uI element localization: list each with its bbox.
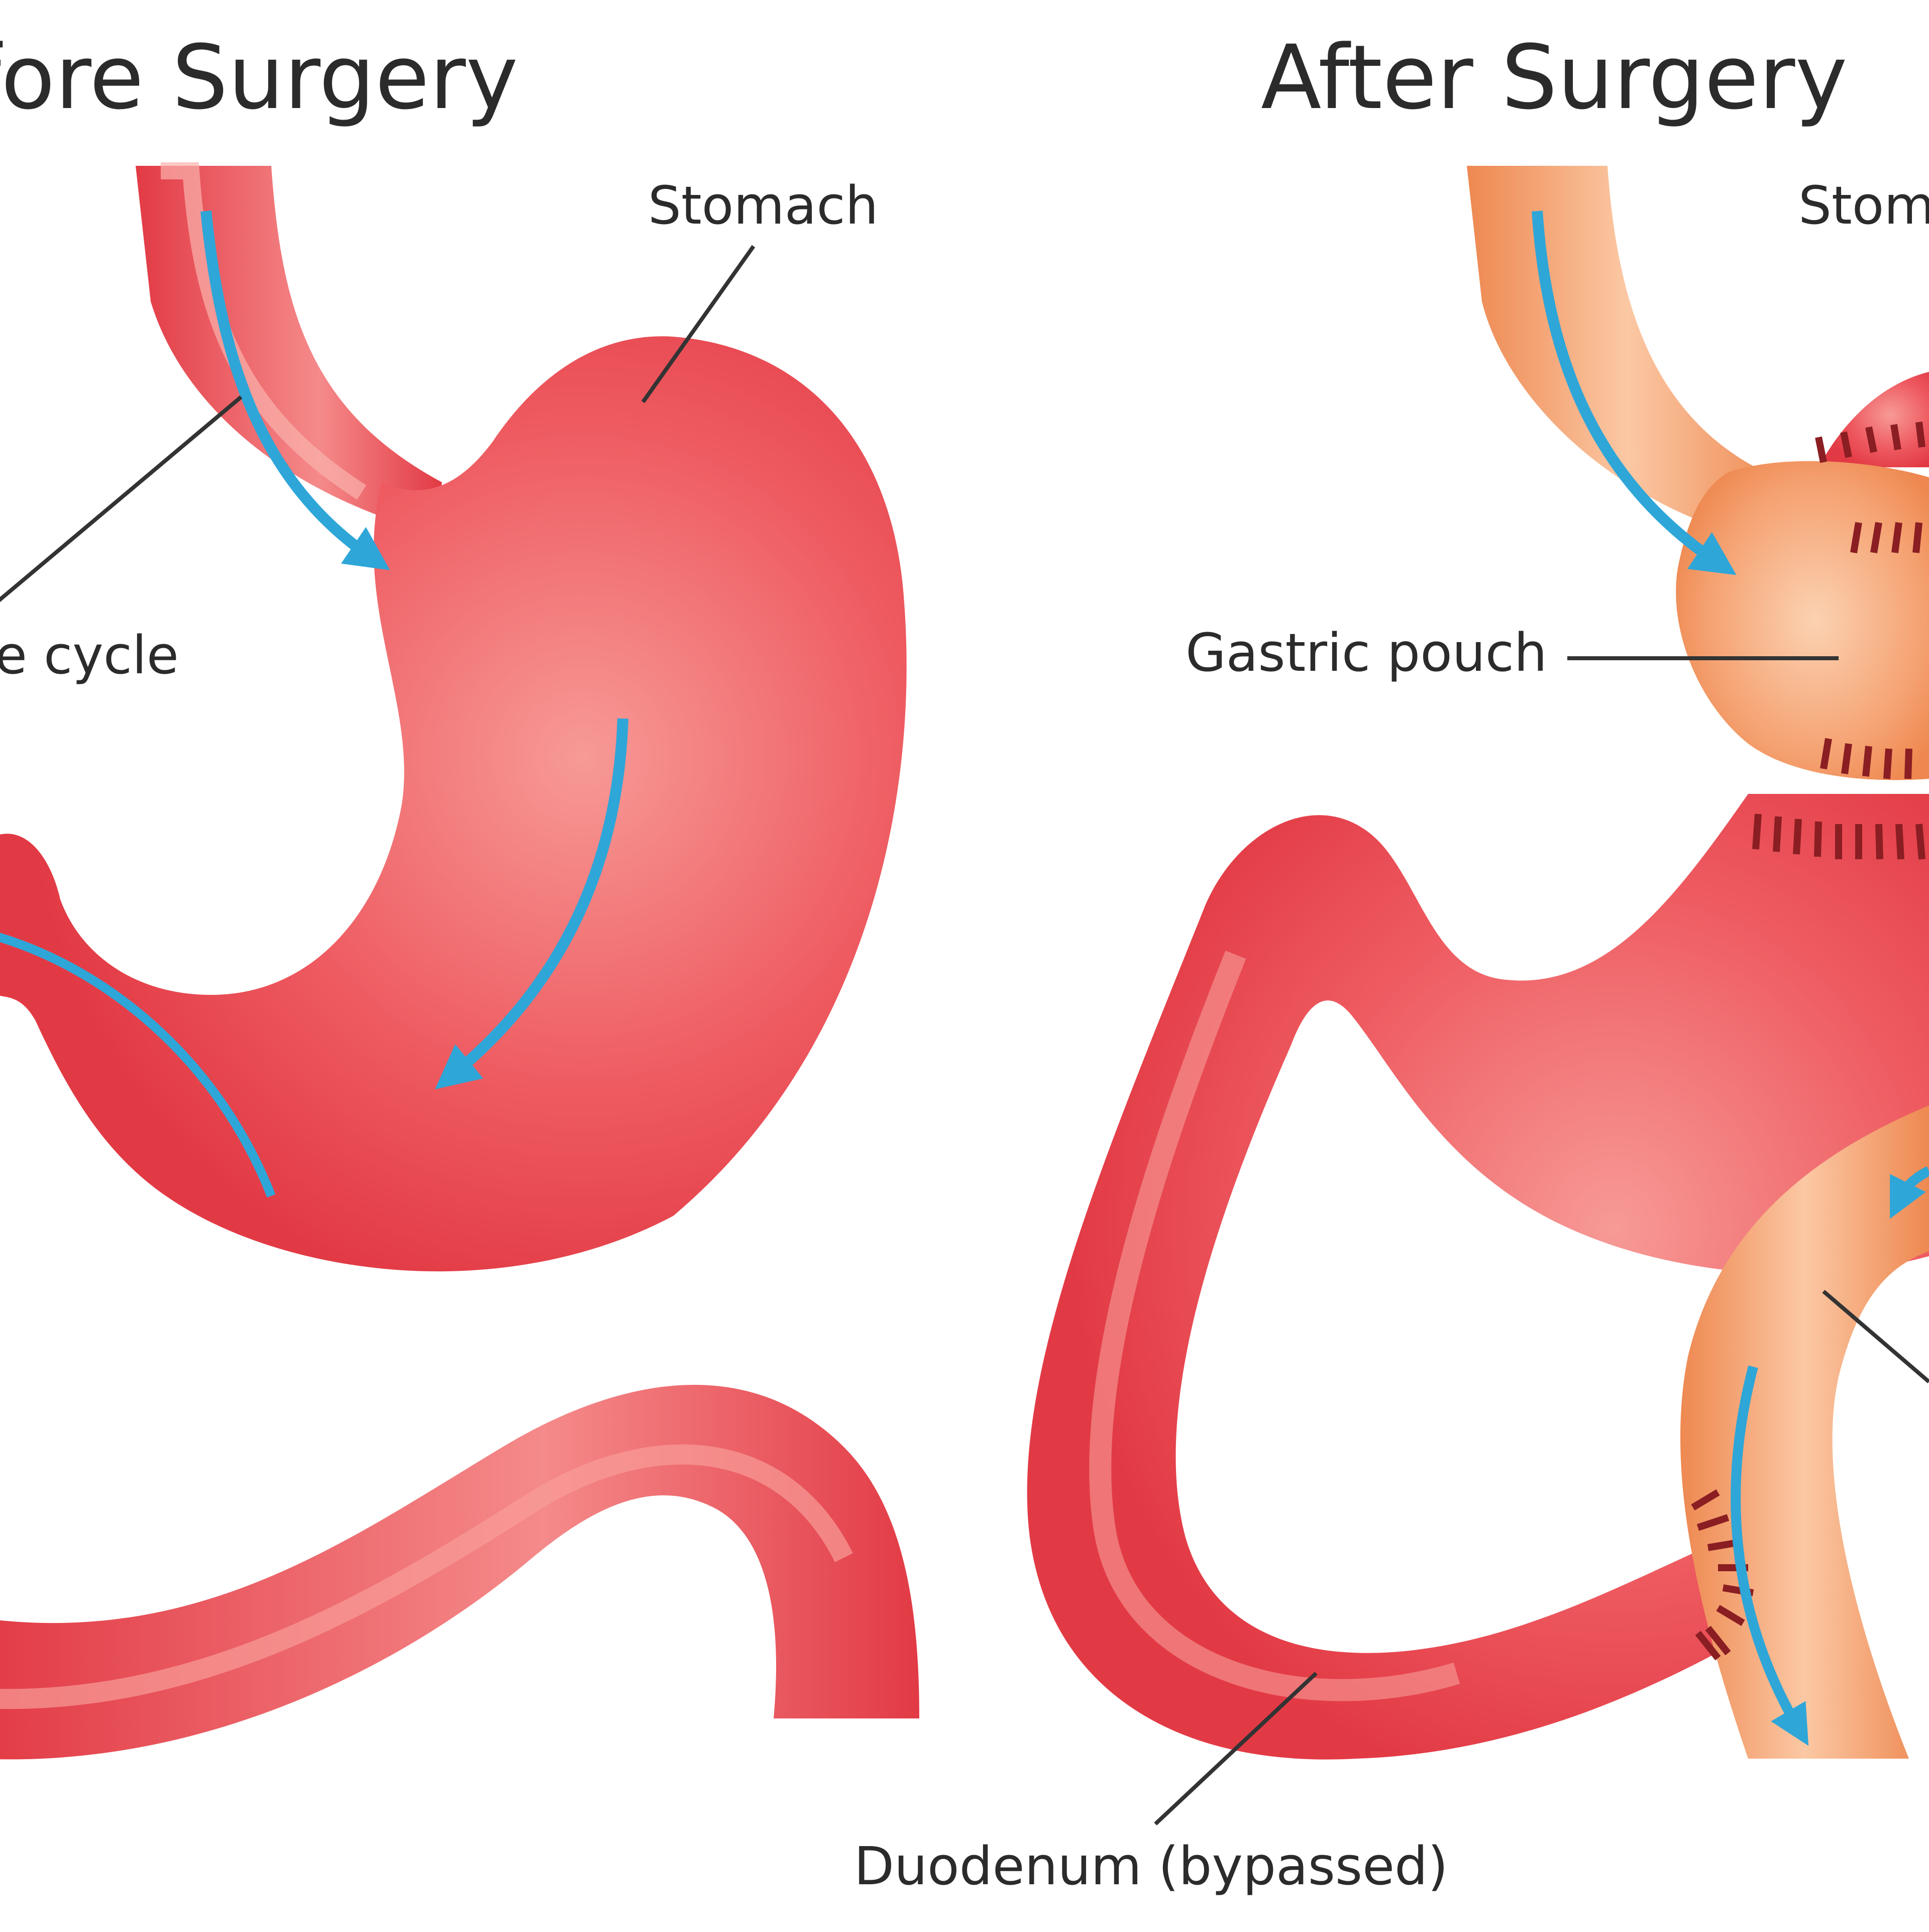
after-staple-lines [1691,422,1925,1661]
duodenum-label: Duodenum (bypassed) [854,1836,1448,1897]
before-stomach [0,336,907,1272]
after-panel: After Surgery Stoma Gastric pouch D [854,26,1929,1897]
before-stomach-label: Stomach [648,175,879,236]
after-title: After Surgery [1261,26,1848,129]
before-stomach-leader [641,245,756,403]
before-flow-arrow-duodenum [0,933,276,1198]
after-stomach-label: Stoma [1798,175,1929,236]
duodenum-leader [1154,1672,1318,1825]
before-flow-arrow-esophagus [200,210,390,570]
after-flow-arrow-esophagus [1532,211,1737,575]
after-remnant-stomach-top [1818,372,1929,467]
before-cycle-leader [0,395,243,602]
after-flow-arrow-limb [1731,1365,1809,1746]
before-cycle-label: e cycle [0,625,179,686]
before-flow-arrow-stomach [435,718,628,1089]
after-gastric-pouch [1676,461,1929,780]
before-title: fore Surgery [0,26,518,129]
before-intestine [0,1385,919,1760]
before-intestine-highlight [0,1444,853,1709]
after-flow-arrow-right [1890,1166,1929,1219]
gastric-pouch-label: Gastric pouch [1186,622,1547,683]
before-panel: fore Surgery Stomach e cycle [0,26,919,1760]
after-remnant-stomach [1027,794,1929,1760]
limb-leader [1822,1289,1929,1384]
